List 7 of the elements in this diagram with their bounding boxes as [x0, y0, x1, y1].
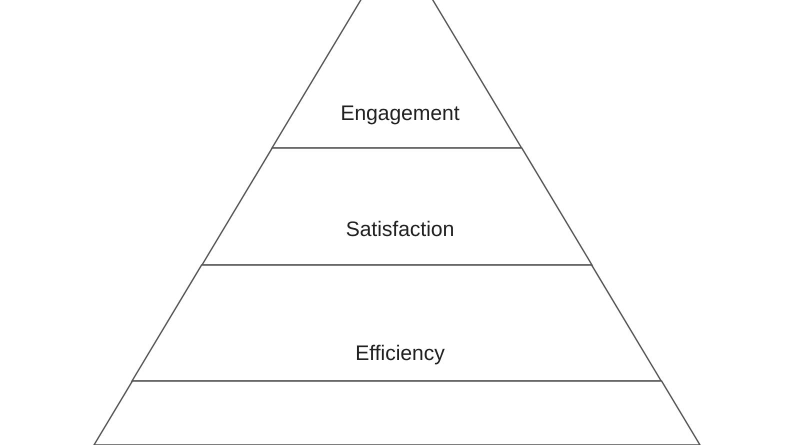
tier-label: Satisfaction: [344, 218, 456, 242]
pyramid-tier: [272, 0, 522, 148]
pyramid-tier: [202, 148, 592, 265]
pyramid-tier: [94, 381, 700, 445]
tier-label: Engagement: [339, 102, 461, 126]
pyramid-tier: [132, 265, 662, 381]
tier-label: Efficiency: [354, 342, 446, 366]
